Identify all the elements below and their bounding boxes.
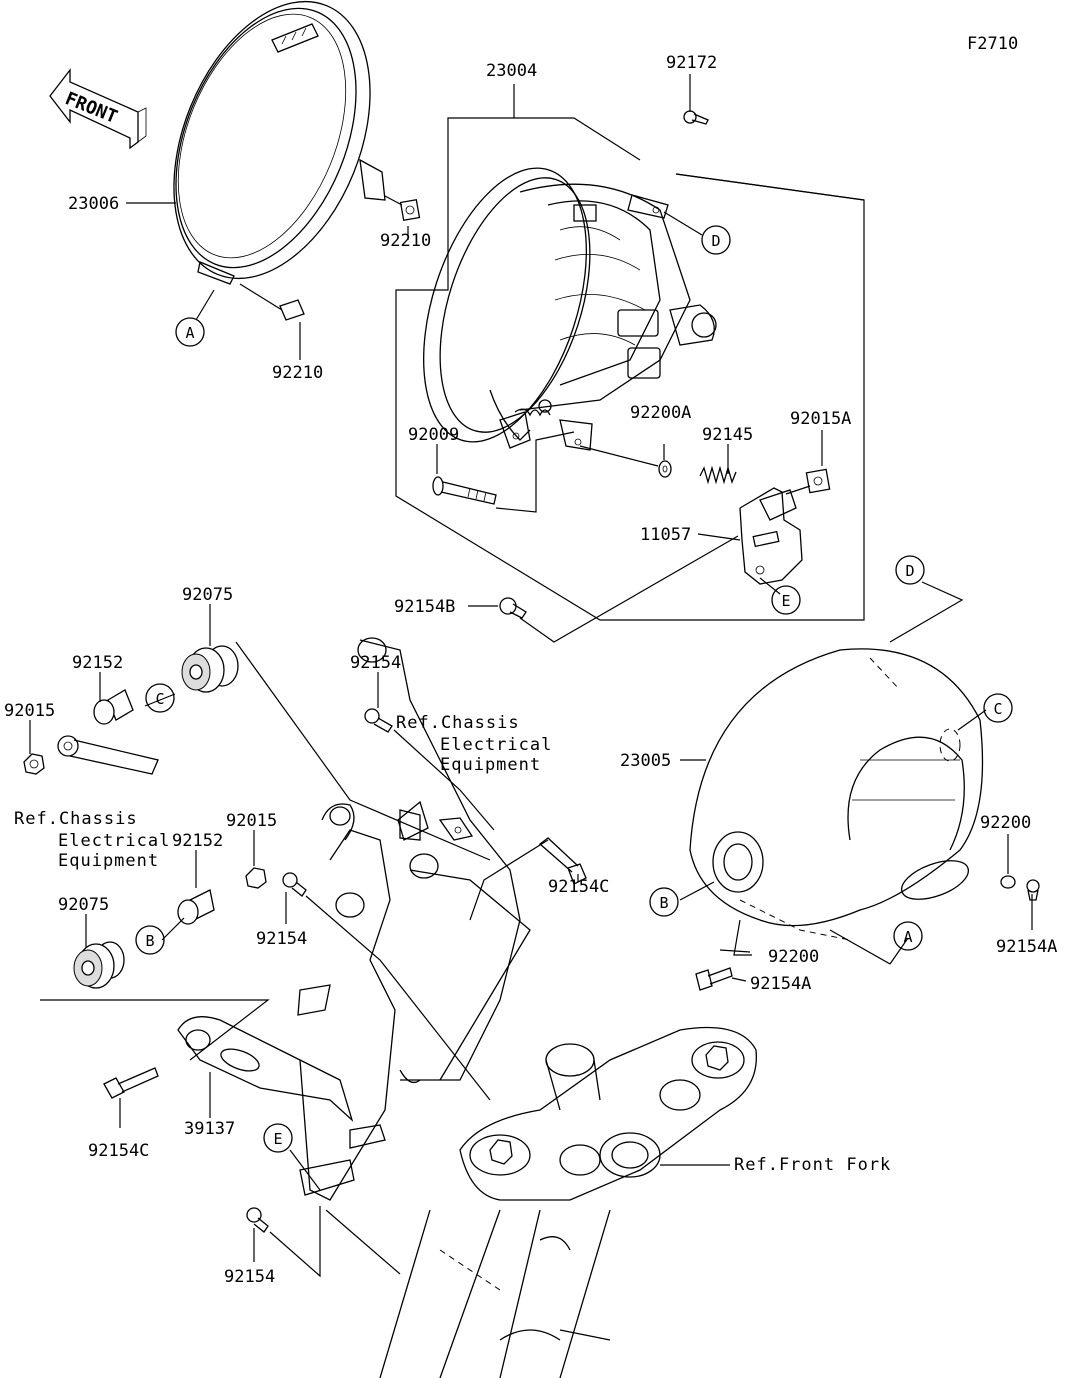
figure-code: F2710 — [967, 34, 1018, 54]
washer-92200A — [658, 460, 672, 478]
screw-92154A-lower — [695, 967, 733, 991]
screw-92154B — [499, 597, 527, 619]
part-label-92009: 92009 — [408, 425, 459, 445]
ref-chassis-electrical-top: Ref.Chassis Electrical Equipment — [396, 713, 552, 775]
part-label-23006: 23006 — [68, 194, 119, 214]
part-label-23004: 23004 — [486, 61, 537, 81]
headlight-unit-drawing — [423, 167, 717, 451]
part-label-92145: 92145 — [702, 425, 753, 445]
grommet-92075-lower — [73, 941, 125, 989]
part-label-92210-lower: 92210 — [272, 363, 323, 383]
bolt-92154C-right — [538, 837, 587, 885]
svg-text:Equipment: Equipment — [440, 755, 541, 775]
ref-chassis-electrical-left: Ref.Chassis Electrical Equipment — [14, 809, 170, 871]
callout-B-left: B — [135, 925, 165, 955]
svg-text:C: C — [993, 700, 1002, 718]
callout-D-right: D — [895, 555, 925, 585]
part-label-92200-right: 92200 — [980, 813, 1031, 833]
svg-text:D: D — [711, 232, 720, 250]
callout-A-upper: A — [175, 317, 205, 347]
clip-92210-lower — [279, 299, 305, 321]
svg-text:E: E — [781, 592, 790, 610]
part-label-92075-upper: 92075 — [182, 585, 233, 605]
callout-A-lower: A — [893, 921, 923, 951]
svg-text:A: A — [185, 324, 194, 342]
headlight-stay-drawing — [177, 637, 531, 1201]
svg-text:A: A — [903, 928, 912, 946]
part-label-92154C-left: 92154C — [88, 1141, 149, 1161]
svg-text:C: C — [155, 690, 164, 708]
part-label-92154A-lower: 92154A — [750, 974, 811, 994]
callout-C-right: C — [983, 693, 1013, 723]
svg-text:Equipment: Equipment — [58, 851, 159, 871]
bracket-11057 — [739, 487, 803, 585]
part-label-92172: 92172 — [666, 53, 717, 73]
headlight-rim-drawing — [173, 0, 386, 285]
screw-92154A-right — [1026, 879, 1040, 901]
nut-92015-middle — [245, 867, 267, 889]
part-label-92154B: 92154B — [394, 597, 455, 617]
part-label-92210-upper: 92210 — [380, 231, 431, 251]
callout-D-upper: D — [701, 225, 731, 255]
svg-text:Ref.Chassis: Ref.Chassis — [396, 713, 520, 733]
screw-92154-upper — [364, 708, 393, 733]
callout-E-upper: E — [771, 585, 801, 615]
front-fork-drawing — [379, 1026, 757, 1378]
collar-92152-lower — [177, 889, 215, 925]
svg-text:Electrical: Electrical — [58, 831, 170, 851]
part-label-92152-lower: 92152 — [172, 831, 223, 851]
bolt-92172 — [683, 110, 709, 125]
callout-B-right: B — [649, 887, 679, 917]
part-label-92015-left: 92015 — [4, 701, 55, 721]
washer-92200-right — [1000, 875, 1016, 889]
part-label-92200A: 92200A — [630, 403, 691, 423]
svg-text:B: B — [659, 894, 668, 912]
nut-92015A — [805, 468, 831, 494]
part-label-92015A: 92015A — [790, 409, 851, 429]
callout-C-left: C — [145, 683, 175, 713]
svg-text:D: D — [905, 562, 914, 580]
svg-text:Electrical: Electrical — [440, 735, 552, 755]
svg-text:E: E — [273, 1130, 282, 1148]
part-label-92200-lower: 92200 — [768, 947, 819, 967]
part-label-11057: 11057 — [640, 525, 691, 545]
front-arrow-icon: FRONT — [49, 68, 147, 150]
part-label-92015-middle: 92015 — [226, 811, 277, 831]
grommet-92075-upper — [181, 645, 239, 693]
bolt-92154C-left — [103, 1067, 159, 1099]
clip-92210-upper — [399, 198, 421, 222]
nut-92015-left — [23, 753, 45, 775]
part-label-23005: 23005 — [620, 751, 671, 771]
spring-92145 — [699, 465, 737, 485]
part-label-92154-bottom: 92154 — [224, 1267, 275, 1287]
part-label-92154C-right: 92154C — [548, 877, 609, 897]
strap-terminal — [57, 735, 159, 775]
screw-92154-bottom — [246, 1207, 269, 1233]
leader-lines — [29, 74, 1033, 1278]
ref-front-fork: Ref.Front Fork — [734, 1155, 891, 1175]
part-label-92152-upper: 92152 — [72, 653, 123, 673]
svg-text:B: B — [145, 932, 154, 950]
part-label-92154A-right: 92154A — [996, 937, 1057, 957]
part-label-92154-middle: 92154 — [256, 929, 307, 949]
front-label: FRONT — [62, 88, 120, 128]
part-label-92075-lower: 92075 — [58, 895, 109, 915]
screw-92009 — [432, 476, 497, 505]
collar-92152-upper — [93, 689, 134, 725]
part-label-92154-top: 92154 — [350, 653, 401, 673]
headlight-case-drawing — [689, 648, 984, 941]
screw-92154-middle — [282, 872, 307, 897]
part-label-39137: 39137 — [184, 1119, 235, 1139]
callout-E-left: E — [263, 1123, 293, 1153]
svg-text:Ref.Chassis: Ref.Chassis — [14, 809, 138, 829]
